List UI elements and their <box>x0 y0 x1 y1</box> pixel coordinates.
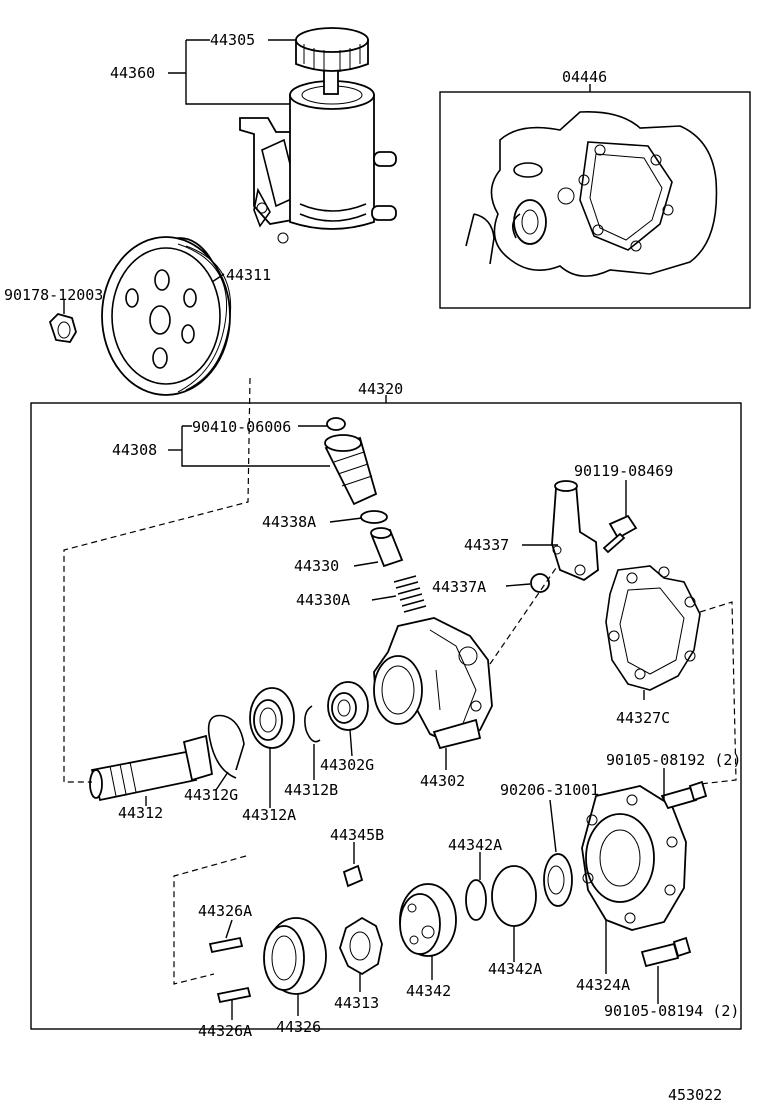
rear-housing-bolt-upper <box>660 780 708 810</box>
label-44330: 44330 <box>294 557 339 575</box>
suction-port-union <box>551 480 599 582</box>
label-44360: 44360 <box>110 64 155 82</box>
cam-ring <box>263 917 327 995</box>
label-44302G: 44302G <box>320 756 374 774</box>
label-04446: 04446 <box>562 68 607 86</box>
valve-plug-bolt <box>326 417 346 431</box>
label-44342: 44342 <box>406 982 451 1000</box>
gasket-kit-parts <box>465 111 718 277</box>
leader-lines <box>63 39 665 1020</box>
straight-pin-lower <box>216 986 252 1004</box>
label-90178-12003: 90178-12003 <box>4 286 103 304</box>
valve-piston <box>370 527 404 568</box>
figure-number: 453022 <box>668 1086 722 1104</box>
label-44345B: 44345B <box>330 826 384 844</box>
oil-seal <box>327 681 369 731</box>
rear-housing <box>581 785 687 931</box>
shaft-snap-ring <box>207 714 245 779</box>
flow-control-valve <box>324 434 378 506</box>
label-44326A-upper: 44326A <box>198 902 252 920</box>
rotor <box>339 916 383 976</box>
label-44337: 44337 <box>464 536 509 554</box>
label-44320: 44320 <box>358 380 403 398</box>
label-44312A: 44312A <box>242 806 296 824</box>
gasket-kit-frame <box>439 91 751 309</box>
small-o-ring <box>465 879 487 921</box>
pump-shaft <box>89 734 214 802</box>
label-44308: 44308 <box>112 441 157 459</box>
shaft-bearing <box>249 687 295 749</box>
label-44342A-upper: 44342A <box>448 836 502 854</box>
label-44312G: 44312G <box>184 786 238 804</box>
label-44338A: 44338A <box>262 513 316 531</box>
valve-spring <box>393 575 427 613</box>
label-44337A: 44337A <box>432 578 486 596</box>
label-90105-08194: 90105-08194 (2) <box>604 1002 739 1020</box>
label-44326A-lower: 44326A <box>198 1022 252 1040</box>
rear-housing-bolt-lower <box>640 936 692 968</box>
straight-pin-upper <box>208 936 244 954</box>
label-44312B: 44312B <box>284 781 338 799</box>
label-44330A: 44330A <box>296 591 350 609</box>
union-o-ring <box>530 573 550 593</box>
snap-ring-plate <box>543 853 573 907</box>
valve-o-ring <box>360 510 388 524</box>
label-44324A: 44324A <box>576 976 630 994</box>
reservoir-assembly <box>239 27 397 244</box>
label-90105-08192: 90105-08192 (2) <box>606 751 741 769</box>
label-44342A-lower: 44342A <box>488 960 542 978</box>
label-44327C: 44327C <box>616 709 670 727</box>
side-plate <box>399 883 457 957</box>
label-44311: 44311 <box>226 266 271 284</box>
label-44305: 44305 <box>210 31 255 49</box>
label-44326: 44326 <box>276 1018 321 1036</box>
dashed-guides <box>63 377 737 985</box>
label-44313: 44313 <box>334 994 379 1012</box>
label-90119-08469: 90119-08469 <box>574 462 673 480</box>
bearing-snap-ring <box>304 705 321 743</box>
rear-gasket <box>605 565 701 691</box>
pulley-nut <box>48 312 77 343</box>
label-44302: 44302 <box>420 772 465 790</box>
label-90206-31001: 90206-31001 <box>500 781 599 799</box>
vane-plate <box>342 864 364 888</box>
label-44312: 44312 <box>118 804 163 822</box>
label-90410-06006: 90410-06006 <box>192 418 291 436</box>
union-bolt <box>602 514 638 554</box>
pump-body <box>373 617 493 750</box>
large-o-ring <box>491 865 537 927</box>
part-labels: 44305 44360 04446 44311 90178-12003 4432… <box>4 31 741 1104</box>
pulley <box>101 236 232 396</box>
